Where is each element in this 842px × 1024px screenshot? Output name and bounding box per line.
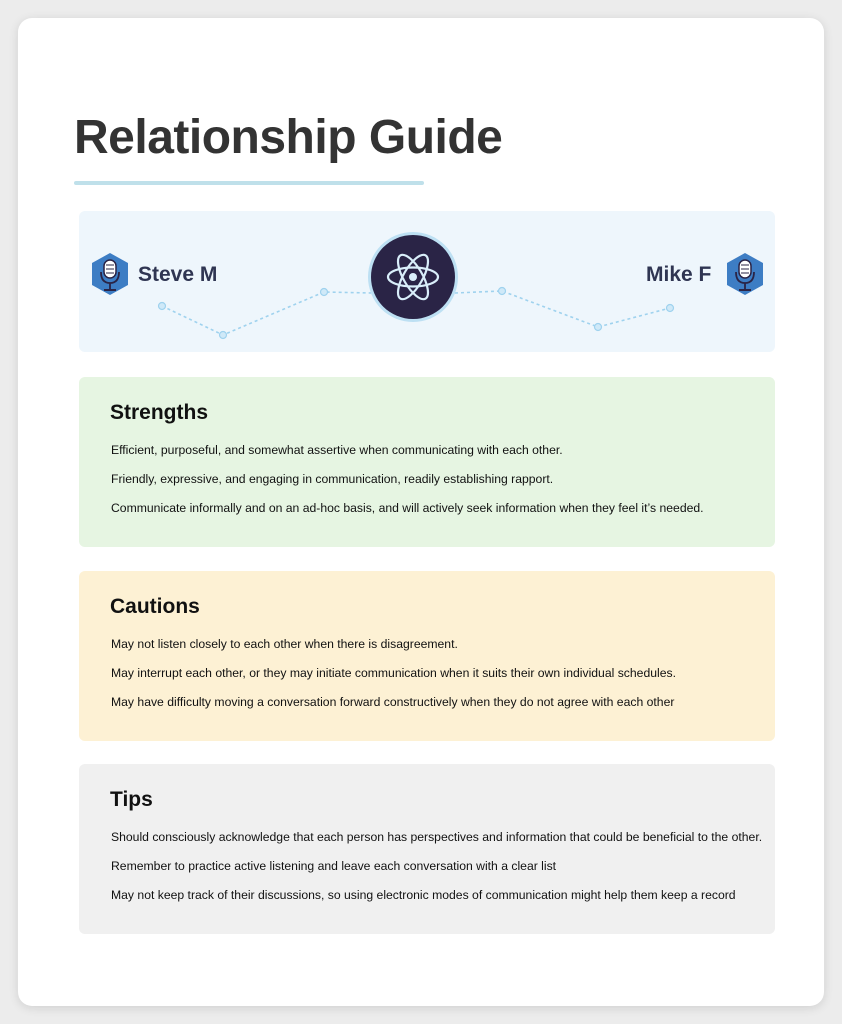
tip-item: Should consciously acknowledge that each… [111,830,763,844]
atom-badge [371,235,455,319]
connector-line [157,286,675,340]
strengths-section: Strengths Efficient, purposeful, and som… [79,377,775,547]
strengths-list: Efficient, purposeful, and somewhat asse… [111,443,763,530]
cautions-list: May not listen closely to each other whe… [111,637,763,724]
page-title: Relationship Guide [74,111,503,164]
tip-item: Remember to practice active listening an… [111,859,557,873]
person-left-name: Steve M [138,263,218,286]
strength-item: Communicate informally and on an ad-hoc … [111,501,704,515]
person-right-name: Mike F [646,263,712,286]
microphone-icon [92,253,128,295]
caution-item: May not listen closely to each other whe… [111,637,458,651]
strength-item: Friendly, expressive, and engaging in co… [111,472,554,486]
tips-section: Tips Should consciously acknowledge that… [79,764,775,934]
cautions-section: Cautions May not listen closely to each … [79,571,775,741]
strengths-heading: Strengths [110,401,209,424]
atom-icon [386,253,440,301]
title-underline [74,181,424,185]
caution-item: May have difficulty moving a conversatio… [111,695,675,709]
tips-list: Should consciously acknowledge that each… [111,830,763,917]
strength-item: Efficient, purposeful, and somewhat asse… [111,443,563,457]
relationship-header: Steve M Mike F [79,211,775,352]
cautions-heading: Cautions [110,595,200,618]
microphone-icon [727,253,763,295]
tips-heading: Tips [110,788,153,811]
caution-item: May interrupt each other, or they may in… [111,666,676,680]
tip-item: May not keep track of their discussions,… [111,888,736,902]
